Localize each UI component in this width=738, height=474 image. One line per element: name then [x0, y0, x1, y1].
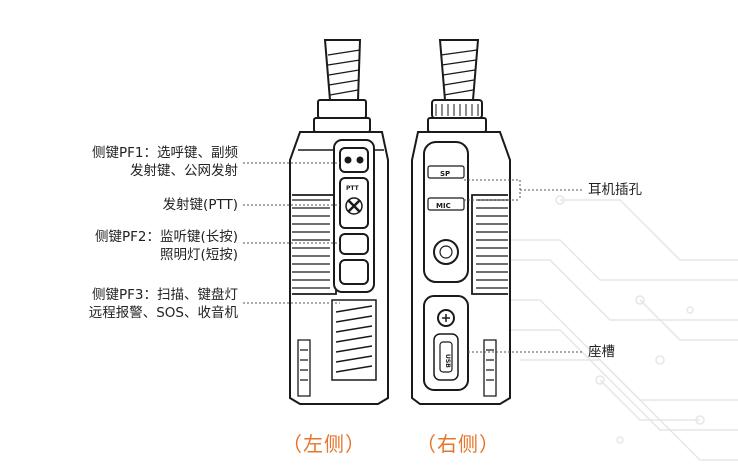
label-pf3-line1: 侧键PF3：扫描、键盘灯	[92, 287, 238, 303]
leader-earphone-top	[464, 179, 521, 198]
ptt-key	[339, 177, 369, 229]
pf3-key	[339, 259, 369, 285]
pf2-key	[339, 233, 369, 255]
title-right-side: （右侧）	[416, 432, 500, 456]
title-left-side: （左侧）	[282, 432, 366, 456]
right-antenna	[427, 39, 487, 133]
label-pf1-line2: 发射键、公网发射	[130, 163, 238, 179]
label-slot-text: 座槽	[588, 344, 615, 360]
label-pf2: 侧键PF2：监听键(长按) 照明灯(短按)	[95, 228, 238, 264]
label-ptt: 发射键(PTT)	[163, 196, 238, 214]
label-pf3: 侧键PF3：扫描、键盘灯 远程报警、SOS、收音机	[89, 286, 238, 322]
label-pf2-line1: 侧键PF2：监听键(长按)	[94, 229, 238, 245]
label-slot: 座槽	[588, 343, 615, 361]
label-ptt-text: 发射键(PTT)	[162, 197, 238, 213]
pf1-key	[339, 147, 369, 173]
label-earphone-text: 耳机插孔	[588, 182, 642, 198]
label-pf1: 侧键PF1：选呼键、副频 发射键、公网发射	[92, 144, 238, 180]
slot-tag-text: USB	[444, 354, 451, 368]
label-pf1-line1: 侧键PF1：选呼键、副频	[92, 145, 238, 161]
label-pf3-line2: 远程报警、SOS、收音机	[88, 305, 238, 321]
leader-lines	[243, 162, 582, 353]
radio-right-side	[411, 39, 511, 405]
left-lower-vent	[331, 299, 377, 381]
radio-left-side	[289, 39, 389, 405]
label-pf2-line2: 照明灯(短按)	[159, 247, 238, 263]
ptt-tag-text: PTT	[346, 185, 360, 192]
left-antenna	[313, 39, 371, 133]
mic-tag-text: MIC	[436, 202, 451, 210]
label-earphone: 耳机插孔	[588, 181, 642, 199]
sp-tag-text: SP	[440, 170, 450, 178]
